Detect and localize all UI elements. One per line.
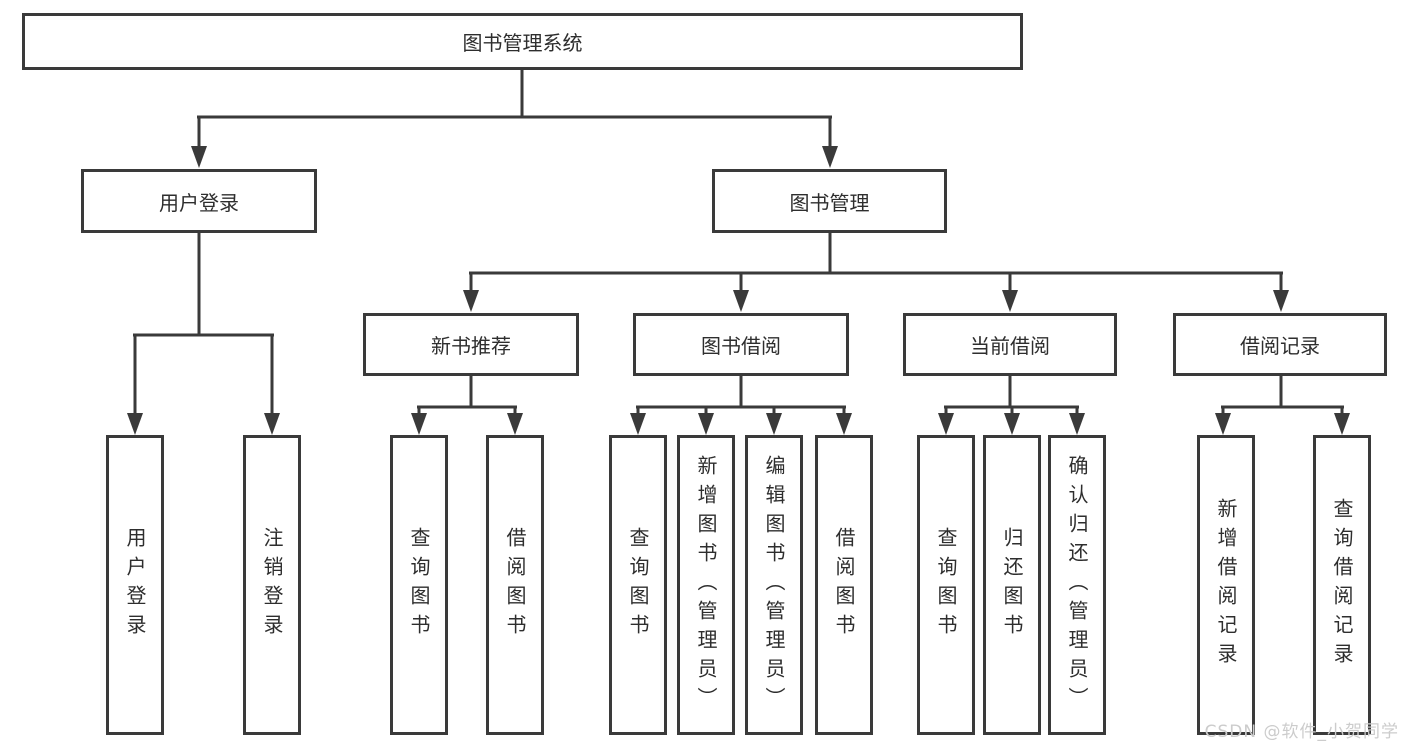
- node-book-borrowing: 图书借阅: [633, 313, 849, 376]
- leaf-logout: 注销登录: [243, 435, 301, 735]
- leaf-user-login: 用户登录: [106, 435, 164, 735]
- leaf-br-add-record: 新增借阅记录: [1197, 435, 1255, 735]
- node-current-borrowing: 当前借阅: [903, 313, 1117, 376]
- leaf-label: 注销登录: [260, 527, 284, 643]
- leaf-nbr-query-books: 查询图书: [390, 435, 448, 735]
- leaf-cb-confirm-return-admin: 确认归还（管理员）: [1048, 435, 1106, 735]
- node-book-management: 图书管理: [712, 169, 947, 233]
- leaf-bb-query-books: 查询图书: [609, 435, 667, 735]
- leaf-bb-edit-books-admin: 编辑图书（管理员）: [745, 435, 803, 735]
- branch-new-book-recommendation: [411, 376, 523, 435]
- csdn-watermark: CSDN @软件_小贺同学: [1204, 722, 1399, 742]
- branch-book-borrowing: [630, 376, 852, 435]
- leaf-cb-return-books: 归还图书: [983, 435, 1041, 735]
- leaf-br-query-record: 查询借阅记录: [1313, 435, 1371, 735]
- node-library-management-system: 图书管理系统: [22, 13, 1023, 70]
- branch-root: [191, 69, 838, 168]
- leaf-label: 查询图书: [626, 527, 650, 643]
- leaf-label: 借阅图书: [832, 527, 856, 643]
- leaf-label: 编辑图书（管理员）: [762, 454, 786, 716]
- branch-book-management: [463, 233, 1289, 312]
- leaf-cb-query-books: 查询图书: [917, 435, 975, 735]
- leaf-label: 用户登录: [123, 527, 147, 643]
- branch-current-borrowing: [938, 376, 1085, 435]
- leaf-label: 归还图书: [1000, 527, 1024, 643]
- leaf-label: 新增图书（管理员）: [694, 454, 718, 716]
- branch-borrowing-records: [1215, 376, 1350, 435]
- node-user-login: 用户登录: [81, 169, 317, 233]
- branch-user-login: [127, 233, 280, 435]
- leaf-bb-add-books-admin: 新增图书（管理员）: [677, 435, 735, 735]
- leaf-label: 查询借阅记录: [1330, 498, 1354, 672]
- leaf-label: 查询图书: [407, 527, 431, 643]
- leaf-bb-borrow-books: 借阅图书: [815, 435, 873, 735]
- node-new-book-recommendation: 新书推荐: [363, 313, 579, 376]
- node-borrowing-records: 借阅记录: [1173, 313, 1387, 376]
- leaf-label: 借阅图书: [503, 527, 527, 643]
- leaf-label: 新增借阅记录: [1214, 498, 1238, 672]
- leaf-nbr-borrow-books: 借阅图书: [486, 435, 544, 735]
- leaf-label: 查询图书: [934, 527, 958, 643]
- leaf-label: 确认归还（管理员）: [1065, 454, 1089, 716]
